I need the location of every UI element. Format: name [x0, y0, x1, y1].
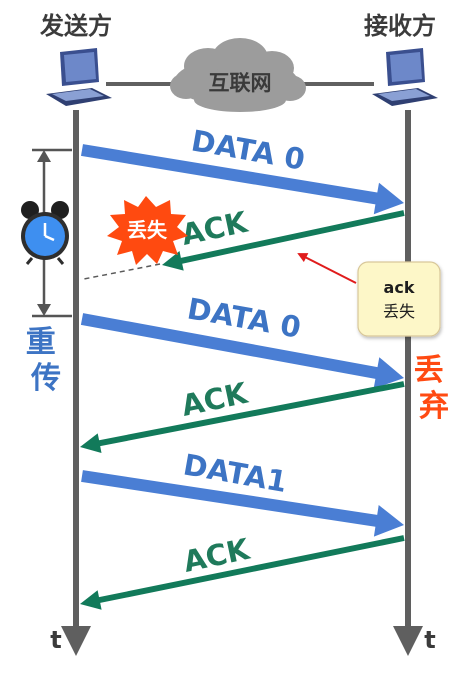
data-0-arrow: [81, 144, 404, 215]
callout-line2: 丢失: [383, 302, 415, 321]
cloud-icon: [170, 38, 306, 112]
receiver-label: 接收方: [364, 12, 436, 40]
retransmit-label: 重 传: [26, 325, 66, 396]
data-0-retransmit-arrow: [80, 313, 405, 389]
burst-icon: [107, 196, 188, 265]
network-label: 互联网: [209, 71, 272, 95]
discard-label: 丢 弃: [414, 353, 454, 424]
ack-arrow: [80, 381, 405, 453]
laptop-icon: [372, 48, 438, 106]
laptop-icon: [46, 48, 112, 106]
alarm-clock-icon: [21, 201, 69, 265]
callout-line1: ack: [384, 278, 415, 297]
ack-lost-label: ACK: [178, 205, 251, 252]
sender-time-label: t: [50, 626, 61, 654]
receiver-time-label: t: [424, 626, 435, 654]
lost-callout: [297, 253, 441, 337]
ack-lost-arrow: [162, 210, 405, 271]
lost-ack-dashed-path: [83, 263, 161, 280]
data-1-arrow: [81, 470, 404, 537]
messages: DATA 0 ACK DATA 0 ACK DATA1 ACK: [80, 123, 405, 610]
sender-label: 发送方: [39, 12, 112, 40]
burst-label: 丢失: [127, 218, 168, 242]
ack-arrow-final: [80, 535, 405, 610]
